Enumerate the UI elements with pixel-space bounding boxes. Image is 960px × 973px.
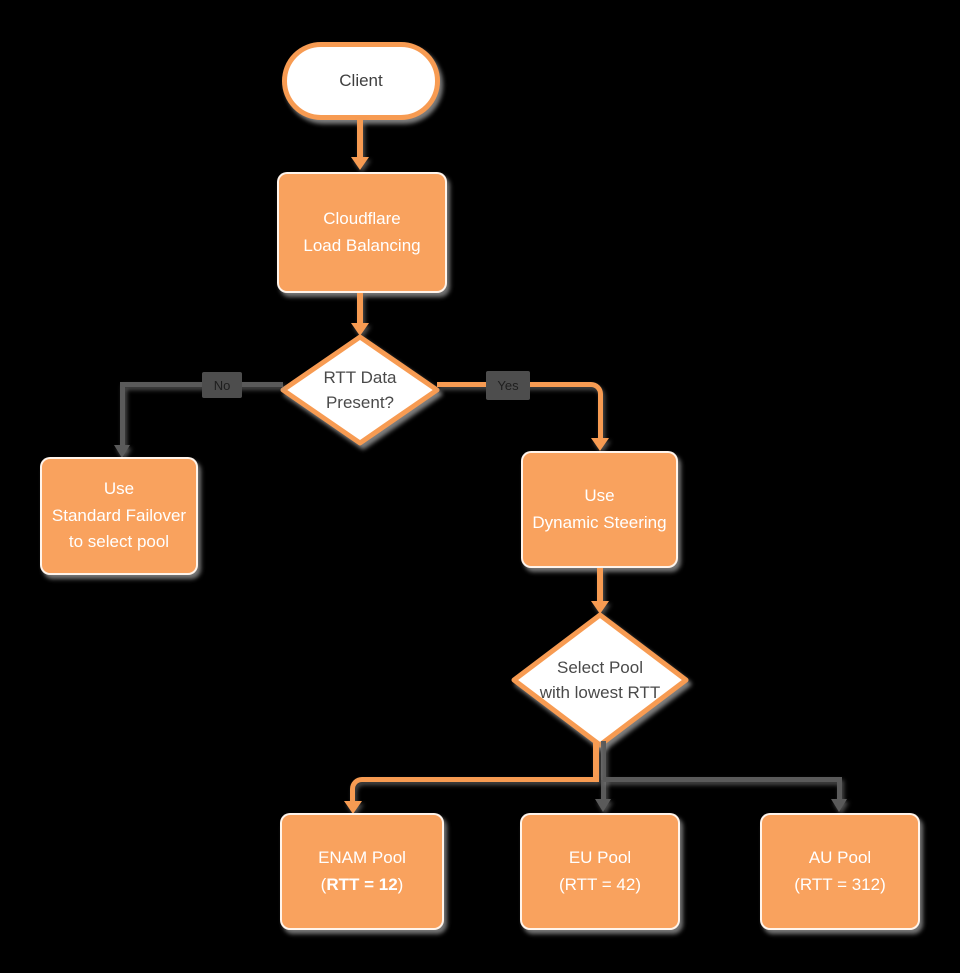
rtt-decision-line2: Present? — [325, 393, 395, 412]
node-load-balancing-line2: Load Balancing — [303, 235, 421, 255]
arrow-down-icon — [344, 801, 362, 814]
node-au-pool: AU Pool (RTT = 312) — [760, 813, 920, 930]
enam-pool-line2: (RTT = 12) — [321, 872, 404, 898]
connector-select-pool-down-gray — [601, 741, 606, 781]
select-pool-line2: with lowest RTT — [539, 683, 661, 702]
eu-pool-line1: EU Pool — [568, 848, 632, 868]
edge-label-yes: Yes — [486, 371, 530, 400]
diamond-rtt-data-present-label: RTT Data Present? — [279, 333, 441, 447]
node-standard-failover: Use Standard Failover to select pool — [40, 457, 198, 575]
connector-to-au-pool — [603, 777, 842, 801]
node-client-label: Client — [339, 71, 383, 90]
node-eu-pool: EU Pool (RTT = 42) — [520, 813, 680, 930]
connector-lb-to-rtt-decision — [357, 293, 363, 324]
connector-no-branch — [120, 382, 283, 448]
arrow-down-icon — [351, 323, 369, 336]
standard-failover-line3: to select pool — [68, 532, 170, 552]
enam-paren-open: ( — [320, 874, 327, 894]
connector-client-to-lb — [357, 119, 363, 158]
connector-select-pool-down-orange — [593, 741, 599, 777]
enam-rtt-value: RTT = 12 — [326, 874, 398, 894]
diamond-select-pool — [511, 612, 689, 748]
select-pool-line1: Select Pool — [557, 657, 643, 677]
connector-to-eu-pool — [601, 780, 606, 800]
arrow-down-icon — [351, 157, 369, 170]
connector-ds-to-select-pool — [597, 568, 603, 602]
node-enam-pool: ENAM Pool (RTT = 12) — [280, 813, 444, 930]
arrow-down-icon — [591, 601, 609, 614]
enam-paren-close: ) — [397, 874, 404, 894]
diamond-select-pool-label: Select Pool with lowest RTT — [510, 611, 690, 749]
arrow-down-icon — [595, 799, 611, 812]
standard-failover-line2: Standard Failover — [51, 505, 187, 525]
enam-pool-line1: ENAM Pool — [318, 848, 406, 868]
edge-label-no-text: No — [213, 377, 231, 393]
edge-label-yes-text: Yes — [497, 378, 519, 393]
node-client: Client — [282, 42, 440, 120]
au-pool-line1: AU Pool — [808, 848, 872, 868]
dynamic-steering-line1: Use — [584, 486, 615, 506]
node-dynamic-steering: Use Dynamic Steering — [521, 451, 678, 568]
rtt-decision-line1: RTT Data — [323, 367, 397, 387]
diamond-rtt-data-present — [280, 334, 440, 446]
arrow-down-icon — [831, 799, 847, 812]
arrow-down-icon — [114, 445, 130, 458]
arrow-down-icon — [591, 438, 609, 451]
node-load-balancing: Cloudflare Load Balancing — [277, 172, 447, 293]
edge-label-no: No — [202, 372, 242, 398]
standard-failover-line1: Use — [103, 479, 135, 499]
node-load-balancing-line1: Cloudflare — [323, 209, 401, 229]
dynamic-steering-line2: Dynamic Steering — [532, 512, 667, 532]
connector-to-enam-pool — [350, 777, 599, 805]
au-pool-line2: (RTT = 312) — [794, 874, 886, 894]
eu-pool-line2: (RTT = 42) — [558, 874, 642, 894]
